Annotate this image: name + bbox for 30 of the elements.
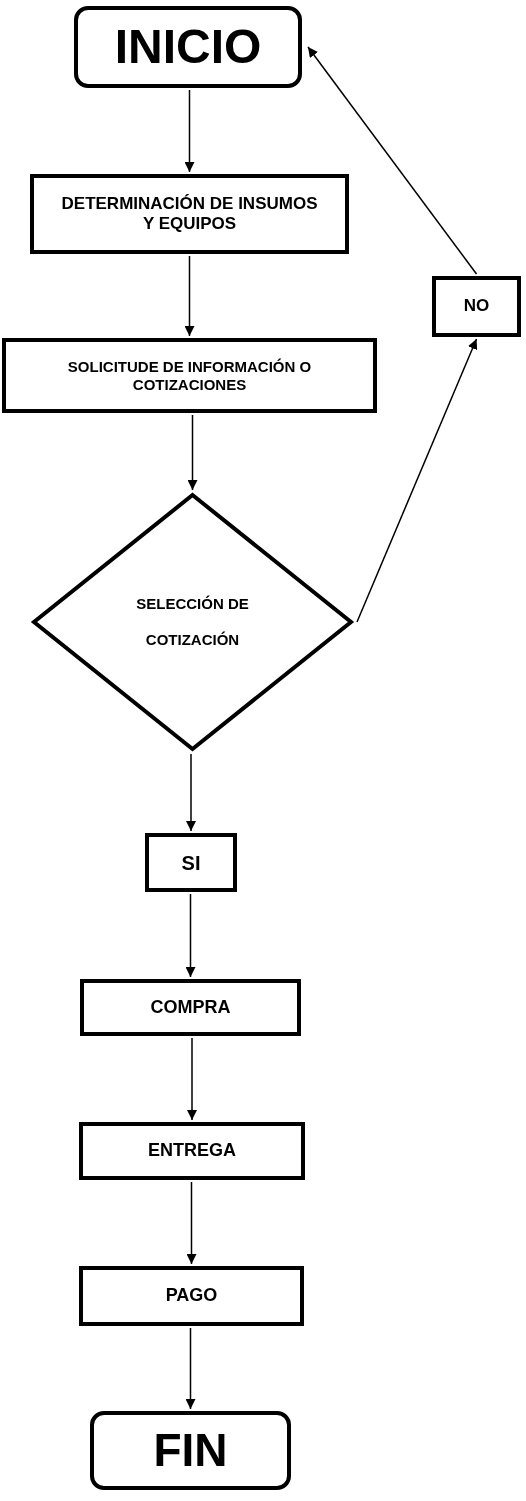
process-box: [432, 276, 521, 337]
process-box: [79, 1266, 304, 1326]
node-label: SI: [181, 850, 201, 875]
node-label: ENTREGA: [148, 1140, 236, 1162]
arrow: [185, 893, 196, 978]
process-box: [80, 979, 301, 1036]
process-box: [145, 833, 237, 892]
node-label: COMPRA: [150, 996, 231, 1019]
node-label: SOLICITUDE DE INFORMACIÓN O COTIZACIONES: [66, 357, 313, 394]
arrow: [186, 753, 196, 832]
decision-diamond: [31, 492, 354, 752]
arrow: [184, 89, 195, 173]
arrow: [307, 46, 478, 275]
node-label: FIN: [153, 1422, 228, 1478]
terminal-box: [90, 1411, 291, 1490]
node-label: NO: [463, 296, 490, 317]
node-label: SELECCIÓN DE COTIZACIÓN: [135, 594, 250, 650]
node-label: PAGO: [165, 1285, 218, 1307]
process-box: [2, 338, 377, 413]
arrow: [186, 1181, 197, 1265]
process-box: [30, 174, 349, 254]
arrow: [187, 1037, 197, 1121]
arrow: [187, 414, 198, 491]
arrow: [184, 255, 195, 337]
process-box: [79, 1122, 305, 1180]
node-label: INICIO: [114, 19, 262, 76]
arrow: [356, 338, 478, 623]
terminal-box: [74, 6, 302, 88]
node-label: DETERMINACIÓN DE INSUMOS Y EQUIPOS: [60, 193, 319, 235]
arrow: [185, 1327, 196, 1410]
